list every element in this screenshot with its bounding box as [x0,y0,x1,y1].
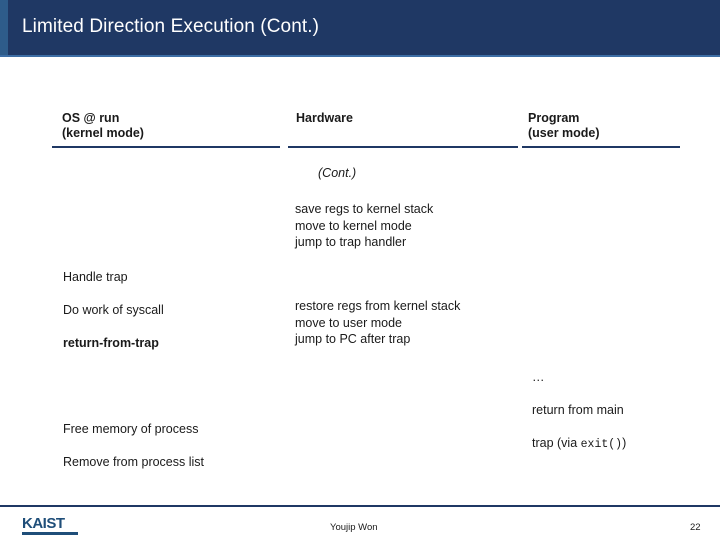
os-handle-trap-line2: Do work of syscall [63,302,164,317]
kaist-logo: KAIST [22,515,78,535]
kaist-logo-bar [22,532,78,535]
column-header-hardware-line1: Hardware [296,111,353,125]
program-trap-exit-line: trap (via exit()) [532,435,626,454]
hardware-trap-entry-text: save regs to kernel stack move to kernel… [295,202,434,249]
column-header-os-line1: OS @ run [62,111,120,125]
os-return-from-trap-line: return-from-trap [63,335,159,350]
footer-author: Youjip Won [330,522,378,533]
slide-title-bar: Limited Direction Execution (Cont.) [0,0,720,57]
os-handle-trap-block: Handle trap Do work of syscall return-fr… [63,252,164,368]
title-accent-bar [0,0,8,57]
kaist-logo-text: KAIST [22,515,65,532]
column-header-program-line1: Program [528,111,580,125]
page-title: Limited Direction Execution (Cont.) [22,16,320,37]
column-header-hardware: Hardware [296,111,353,126]
title-underline [0,55,720,57]
header-rule-program [522,146,680,148]
cont-label: (Cont.) [318,166,357,180]
column-header-program-line2: (user mode) [528,126,600,140]
header-rule-hardware [288,146,518,148]
program-trap-prefix: trap (via [532,435,581,450]
column-header-program: Program (user mode) [528,111,600,141]
os-cleanup-line1: Free memory of process [63,421,199,436]
footer-rule [0,505,720,507]
program-trap-code: exit() [580,437,623,451]
column-header-os: OS @ run (kernel mode) [62,111,144,141]
hardware-trap-return-text: restore regs from kernel stack move to u… [295,299,461,346]
os-cleanup-line2: Remove from process list [63,454,205,469]
header-rule-os [52,146,280,148]
program-ellipsis: … [532,369,545,384]
footer-page-number: 22 [690,522,701,533]
program-return-block: … return from main trap (via exit()) [532,352,626,470]
program-trap-suffix: ) [622,435,627,450]
program-return-main: return from main [532,402,624,417]
column-header-os-line2: (kernel mode) [62,126,144,140]
os-cleanup-block: Free memory of process Remove from proce… [63,404,204,487]
os-handle-trap-line1: Handle trap [63,269,128,284]
